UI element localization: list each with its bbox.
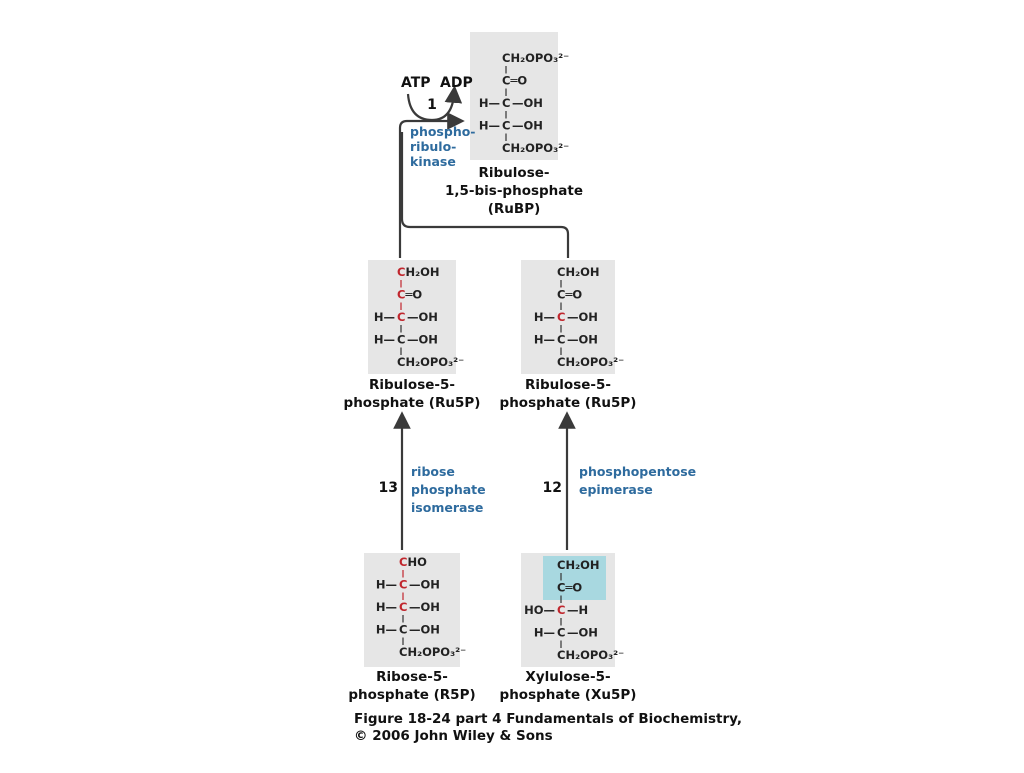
structure-row: C═O: [397, 288, 422, 302]
structure-right-group: —OH: [512, 96, 543, 110]
structure-right-group: —OH: [567, 333, 598, 347]
rubp-box: [470, 32, 558, 160]
structure-left-group: H—: [376, 623, 397, 637]
xu5p-structure: CH₂OH C═O CHO— —HCH— —OH CH₂OPO₃²⁻: [524, 558, 624, 662]
structure-row: CH₂OPO₃²⁻: [502, 51, 569, 65]
structure-row: C: [399, 623, 407, 637]
ru5p-left-box: [368, 260, 456, 374]
structure-right-group: —OH: [409, 600, 440, 614]
structure-left-group: H—: [534, 333, 555, 347]
structure-right-group: —OH: [407, 333, 438, 347]
structure-row: C: [397, 310, 405, 324]
reaction-12-enzyme: epimerase: [579, 482, 653, 497]
xu5p-name: Xylulose-5-: [525, 669, 610, 685]
reaction-1-enzyme: kinase: [410, 154, 456, 169]
structure-row: C: [557, 333, 565, 347]
structure-left-group: H—: [374, 310, 395, 324]
structure-row: CH₂OH: [397, 265, 440, 279]
figure-caption: © 2006 John Wiley & Sons: [354, 728, 553, 744]
structure-row: C═O: [557, 581, 582, 595]
structure-left-group: H—: [534, 310, 555, 324]
adp-label: ADP: [440, 75, 473, 91]
structure-row: CH₂OPO₃²⁻: [557, 355, 624, 369]
structure-right-group: —OH: [407, 310, 438, 324]
structure-left-group: H—: [376, 600, 397, 614]
xu5p-highlight: [543, 556, 606, 600]
ru5p-right-box: [521, 260, 615, 374]
structure-row: CH₂OPO₃²⁻: [502, 141, 569, 155]
reaction-13-enzyme: isomerase: [411, 500, 483, 515]
r5p-name: phosphate (R5P): [348, 687, 475, 703]
structure-right-group: —OH: [567, 626, 598, 640]
structure-row: C═O: [557, 288, 582, 302]
structure-left-group: H—: [479, 119, 500, 133]
label-layer: Ribulose- 1,5-bis-phosphate (RuBP) Ribulose…: [344, 75, 742, 744]
ru5p-left-name: Ribulose-5-: [369, 377, 455, 393]
structure-row: C: [502, 119, 510, 133]
structure-left-group: H—: [376, 578, 397, 592]
ru5p-right-name: Ribulose-5-: [525, 377, 611, 393]
reaction-13-number: 13: [379, 480, 398, 496]
structure-row: C: [399, 578, 407, 592]
structure-right-group: —OH: [512, 119, 543, 133]
atp-label: ATP: [401, 75, 431, 91]
structure-row: CH₂OH: [557, 558, 600, 572]
structure-left-group: H—: [374, 333, 395, 347]
r5p-box: [364, 553, 460, 667]
rubp-name: (RuBP): [488, 201, 541, 217]
arrow-ru5p-right-join: [400, 132, 570, 258]
reaction-1-enzyme: ribulo-: [410, 139, 456, 154]
structure-right-group: —OH: [409, 578, 440, 592]
xu5p-name: phosphate (Xu5P): [500, 687, 637, 703]
structure-row: C: [557, 310, 565, 324]
structure-row: C: [557, 626, 565, 640]
structure-right-group: —OH: [567, 310, 598, 324]
structure-row: CH₂OPO₃²⁻: [397, 355, 464, 369]
structure-row: C: [502, 96, 510, 110]
structure-right-group: —H: [567, 603, 588, 617]
atp-adp-curved-arrow: [406, 85, 463, 122]
structure-row: C: [397, 333, 405, 347]
reaction-12-number: 12: [543, 480, 562, 496]
ru5p-left-name: phosphate (Ru5P): [344, 395, 481, 411]
structure-row: C: [557, 603, 565, 617]
structure-row: C═O: [502, 74, 527, 88]
structure-layer: CH₂OPO₃²⁻C═OCH——OHCH——OHCH₂OPO₃²⁻CH₂OHC═…: [374, 51, 624, 662]
r5p-name: Ribose-5-: [376, 669, 448, 685]
structure-row: CH₂OH: [557, 265, 600, 279]
rubp-name: 1,5-bis-phosphate: [445, 183, 583, 199]
reaction-1-enzyme: phospho-: [410, 124, 476, 139]
structure-row: CH₂OPO₃²⁻: [557, 648, 624, 662]
structure-row: C: [399, 600, 407, 614]
structure-left-group: H—: [479, 96, 500, 110]
structure-row: CH₂OPO₃²⁻: [399, 645, 466, 659]
structure-left-group: HO—: [524, 603, 555, 617]
structure-right-group: —OH: [409, 623, 440, 637]
rubp-name: Ribulose-: [479, 165, 550, 181]
structure-row: CHO: [399, 555, 427, 569]
reaction-13-enzyme: phosphate: [411, 482, 486, 497]
ru5p-right-name: phosphate (Ru5P): [500, 395, 637, 411]
reaction-13-enzyme: ribose: [411, 464, 455, 479]
reaction-1-number: 1: [427, 97, 437, 113]
reaction-12-enzyme: phosphopentose: [579, 464, 696, 479]
structure-left-group: H—: [534, 626, 555, 640]
arrow-ru5p-left-up: [398, 112, 465, 258]
figure-caption: Figure 18-24 part 4 Fundamentals of Bioc…: [354, 711, 742, 727]
